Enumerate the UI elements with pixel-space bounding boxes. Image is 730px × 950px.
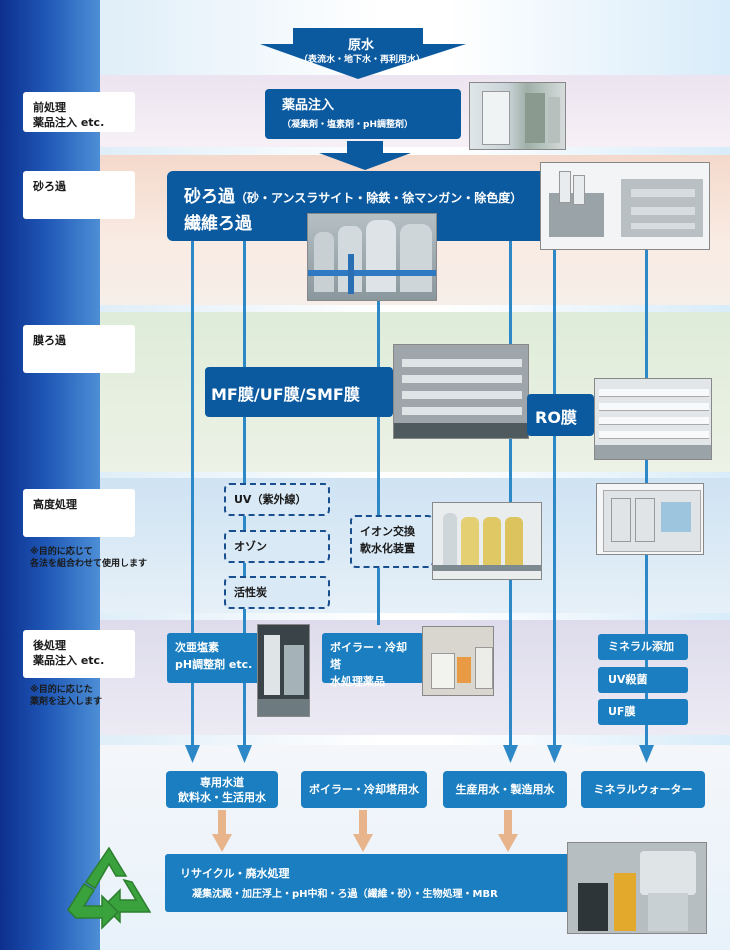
chemical-injection-box bbox=[265, 89, 461, 139]
stage-label-post: 後処理 薬品注入 etc. bbox=[23, 630, 135, 678]
fiber-filter-unit-photo bbox=[540, 162, 710, 250]
flow-arrowheads bbox=[185, 745, 654, 763]
wastewater-plant-photo bbox=[567, 842, 707, 934]
sand-detail: （砂・アンスラサイト・除鉄・徐マンガン・除色度） bbox=[235, 191, 523, 205]
mineral-addition-box: ミネラル添加 bbox=[598, 634, 688, 660]
ion-exchange-photo bbox=[432, 502, 542, 580]
chemical-subtitle: （凝集剤・塩素剤・pH調整剤） bbox=[282, 120, 413, 130]
hypochlorite-line2: pH調整剤 etc. bbox=[175, 658, 253, 671]
mf-uf-smf-label: MF膜/UF膜/SMF膜 bbox=[211, 385, 360, 404]
sand-line1: 砂ろ過（砂・アンスラサイト・除鉄・徐マンガン・除色度） bbox=[184, 182, 522, 207]
output-production-water: 生産用水・製造用水 bbox=[443, 771, 567, 808]
chemical-title: 薬品注入 bbox=[282, 98, 335, 113]
activated-carbon-box: 活性炭 bbox=[224, 576, 330, 609]
boiler-chemicals-line2: 水処理薬品 bbox=[330, 675, 385, 688]
flow-line-1 bbox=[191, 235, 194, 755]
flow-arrow-to-sand bbox=[319, 141, 411, 170]
stage-note-post: ※目的に応じた 薬剤を注入します bbox=[30, 685, 103, 707]
stage-label-advanced: 高度処理 bbox=[23, 489, 135, 537]
ion-exchange-line2: 軟水化装置 bbox=[360, 542, 415, 555]
ion-exchange-line1: イオン交換 bbox=[360, 525, 415, 538]
recycle-arrows bbox=[212, 810, 518, 852]
flow-line-5 bbox=[553, 235, 556, 755]
sand-filter-tanks-photo bbox=[307, 213, 437, 301]
stage-label-membrane: 膜ろ過 bbox=[23, 325, 135, 373]
ro-membrane-label: RO膜 bbox=[535, 408, 577, 427]
stage-label-sand: 砂ろ過 bbox=[23, 171, 135, 219]
ion-exchange-box: イオン交換 軟水化装置 bbox=[350, 515, 434, 568]
uv-box: UV（紫外線） bbox=[224, 483, 330, 516]
mf-membrane-system-photo bbox=[393, 344, 529, 439]
flow-line-4 bbox=[509, 235, 512, 755]
fiber-filtration-title: 繊維ろ過 bbox=[184, 214, 252, 234]
recycle-detail: 凝集沈殿・加圧浮上・pH中和・ろ過（繊維・砂）・生物処理・MBR bbox=[192, 889, 498, 900]
ro-membrane-system-photo bbox=[594, 378, 712, 460]
output-drinking-water: 専用水道 飲料水・生活用水 bbox=[166, 771, 278, 808]
source-subtitle: （表流水・地下水・再利用水） bbox=[298, 55, 425, 65]
source-title: 原水 bbox=[347, 38, 374, 53]
uf-membrane-box: UF膜 bbox=[598, 699, 688, 725]
sand-title: 砂ろ過 bbox=[184, 187, 235, 207]
control-cabinet-photo bbox=[596, 483, 704, 555]
source-arrow bbox=[260, 28, 466, 79]
left-column-bg bbox=[0, 0, 100, 950]
chemical-dosing-photo bbox=[469, 82, 566, 150]
hypochlorite-line1: 次亜塩素 bbox=[175, 641, 219, 654]
boiler-chemicals-box: ボイラー・冷却塔 水処理薬品 bbox=[322, 633, 424, 688]
hypochlorite-dosing-photo bbox=[257, 624, 310, 717]
output-boiler-water: ボイラー・冷却塔用水 bbox=[301, 771, 427, 808]
recycle-title: リサイクル・廃水処理 bbox=[180, 867, 290, 880]
mf-uf-smf-membrane-box bbox=[205, 367, 393, 417]
hypochlorite-box: 次亜塩素 pH調整剤 etc. bbox=[167, 633, 265, 683]
ro-membrane-box bbox=[527, 394, 594, 436]
output-mineral-water: ミネラルウォーター bbox=[581, 771, 705, 808]
boiler-chemicals-photo bbox=[422, 626, 494, 696]
ozone-box: オゾン bbox=[224, 530, 330, 563]
uv-sterilization-box: UV殺菌 bbox=[598, 667, 688, 693]
recycle-icon bbox=[67, 846, 152, 930]
stage-note-advanced: ※目的に応じて 各法を組合わせて使用します bbox=[30, 547, 148, 569]
boiler-chemicals-line1: ボイラー・冷却塔 bbox=[330, 641, 407, 671]
stage-label-pretreatment: 前処理 薬品注入 etc. bbox=[23, 92, 135, 132]
flow-line-3 bbox=[377, 235, 380, 625]
